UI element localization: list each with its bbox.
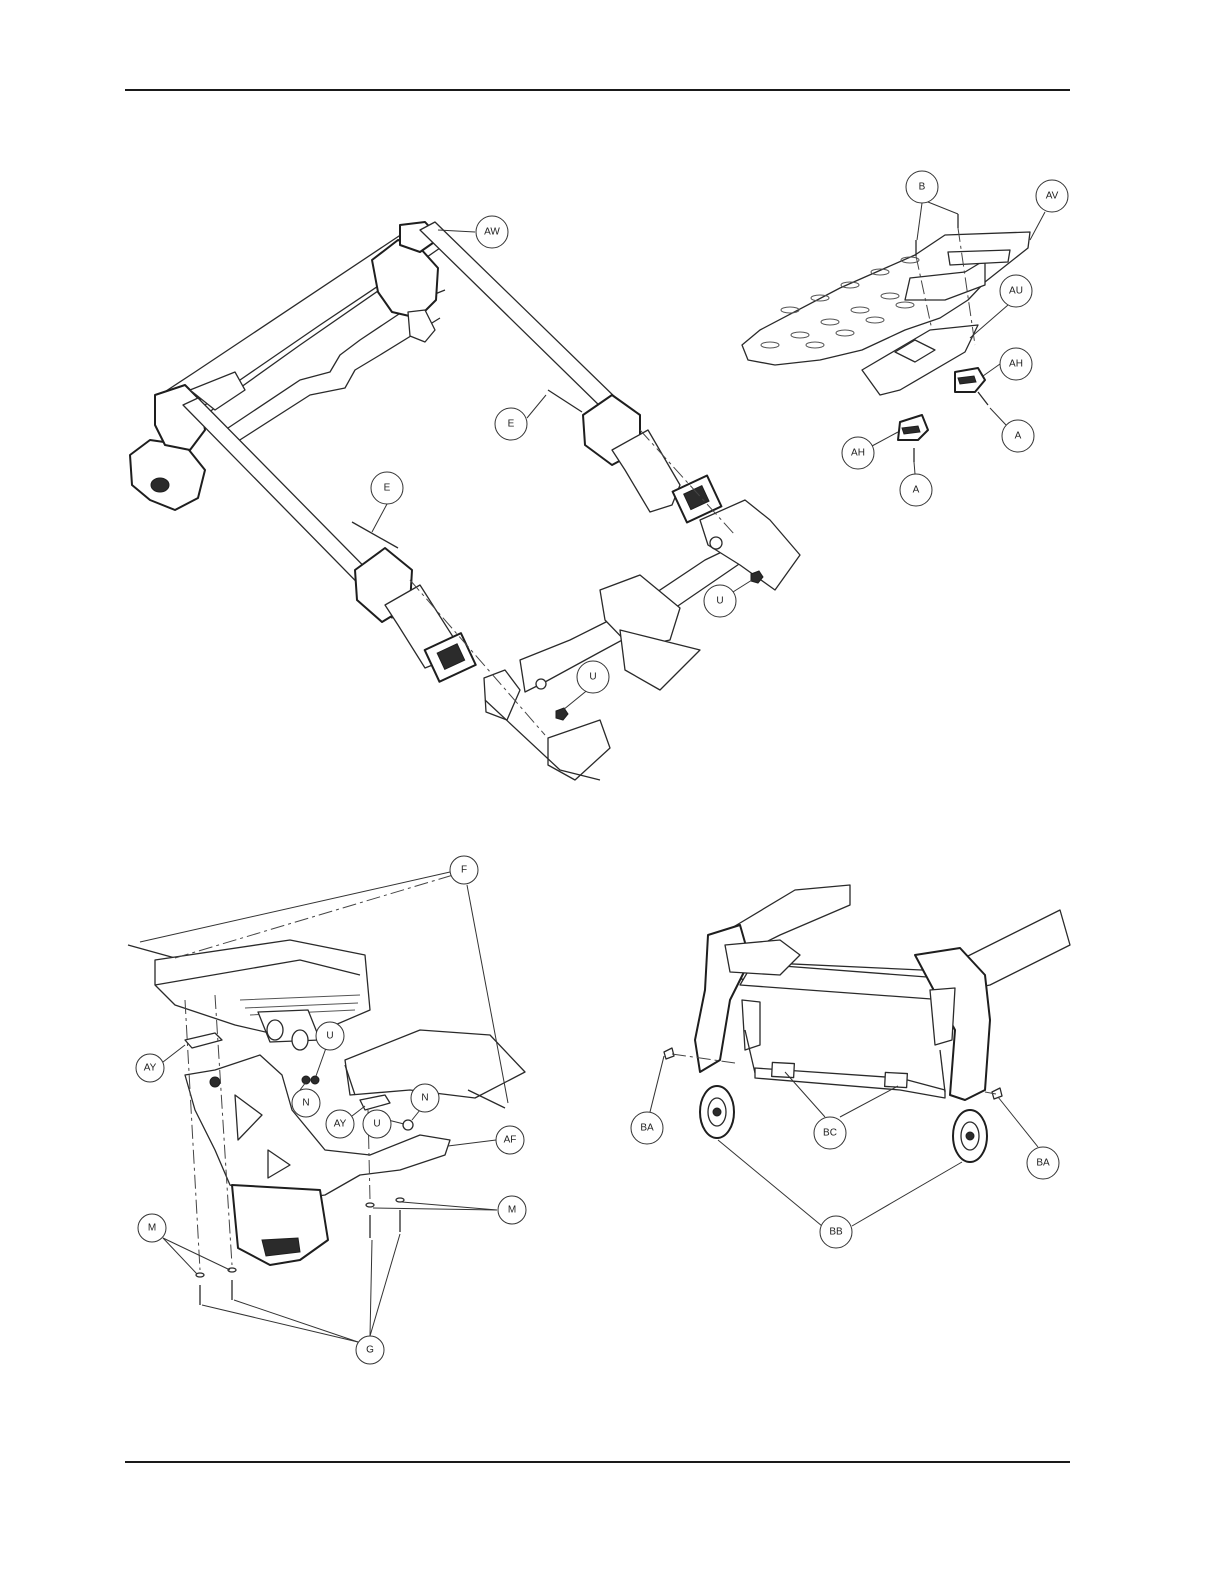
callout-label: N	[302, 1098, 309, 1109]
callout-label: AU	[1009, 286, 1023, 297]
callout-label: U	[716, 596, 723, 607]
callout-label: U	[589, 672, 596, 683]
anti-tip-caster-drawing	[664, 885, 1070, 1162]
callout-label: U	[326, 1031, 333, 1042]
callout-label: G	[366, 1345, 374, 1356]
callout-label: U	[373, 1119, 380, 1130]
seat-pan-drawing	[742, 214, 1030, 462]
callout-label: N	[421, 1093, 428, 1104]
callout-label: A	[1015, 431, 1022, 442]
callout-label: B	[919, 182, 926, 193]
callout-label: E	[508, 419, 515, 430]
callout-label: AY	[144, 1063, 157, 1074]
callout-label: AH	[851, 448, 865, 459]
callout-label: M	[148, 1223, 156, 1234]
front-rigging-mount-drawing	[128, 870, 525, 1305]
callout-label: BA	[640, 1123, 654, 1134]
callout-label: AV	[1046, 191, 1059, 202]
callout-label: E	[384, 483, 391, 494]
callout-label: AY	[334, 1119, 347, 1130]
callout-label: BB	[829, 1227, 843, 1238]
callout-label: M	[508, 1205, 516, 1216]
callout-label: AF	[504, 1135, 517, 1146]
callout-label: BC	[823, 1128, 837, 1139]
seat-frame-drawing	[130, 222, 800, 780]
callout-label: AW	[484, 227, 500, 238]
callout-label: BA	[1036, 1158, 1050, 1169]
callout-label: A	[913, 485, 920, 496]
callout-label: AH	[1009, 359, 1023, 370]
callout-label: F	[461, 865, 467, 876]
